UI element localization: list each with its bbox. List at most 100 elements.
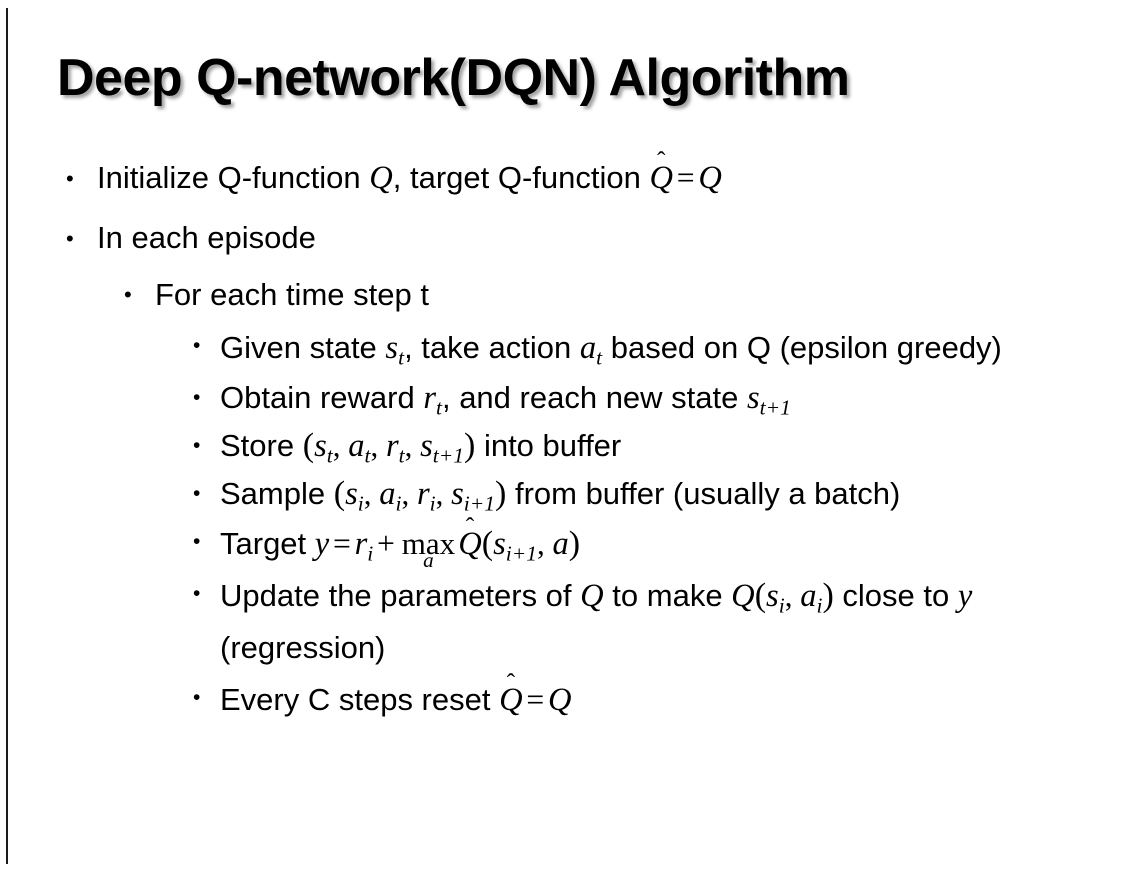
bullet-dot-icon: • [193, 530, 201, 553]
math-paren-open: ( [333, 475, 346, 512]
list-item-text: For each time step t [155, 277, 429, 312]
math-symbol-base: Q [458, 526, 482, 562]
math-symbol-action: ai [379, 476, 402, 516]
math-symbol-next-state: st+1 [747, 380, 791, 418]
text-fragment: (regression) [220, 630, 386, 665]
math-separator: , [401, 476, 417, 511]
list-item-text: Update the parameters of Q to make Q(si,… [220, 570, 1124, 674]
list-item-text: Initialize Q-function Q, target Q-functi… [97, 148, 1124, 208]
math-subscript: i+1 [505, 541, 537, 566]
bullet-dot-icon: • [193, 434, 201, 457]
math-symbol-base: s [747, 380, 760, 416]
math-operator-plus: + [377, 526, 395, 561]
math-symbol-state: si [345, 476, 364, 516]
math-symbol-reward: ri [417, 476, 436, 514]
text-fragment: into buffer [475, 428, 622, 463]
math-symbol-action: at [348, 428, 371, 468]
math-symbol-q: Q [698, 160, 722, 196]
list-item-text: Given state st, take action at based on … [220, 322, 1124, 374]
math-symbol-q-hat: ̂Q [458, 528, 482, 561]
list-item-store-tuple: • Store (st, at, rt, st+1) into buffer [0, 422, 1124, 470]
bullet-dot-icon: • [193, 482, 201, 505]
math-symbol-base: s [766, 578, 779, 614]
math-symbol-q: Q [731, 578, 755, 614]
math-paren-open: ( [481, 525, 494, 562]
math-symbol-action: at [580, 330, 603, 370]
list-item-given-state: • Given state st, take action at based o… [0, 322, 1124, 374]
left-edge-rule [6, 8, 8, 864]
math-symbol-action: ai [800, 578, 823, 618]
math-operator-equals: = [526, 682, 545, 717]
text-fragment: Target [220, 526, 315, 561]
text-fragment: Store [220, 428, 303, 463]
bullet-dot-icon: • [124, 282, 132, 307]
text-fragment: Given state [220, 330, 386, 365]
math-paren-close: ) [463, 427, 476, 464]
text-fragment: , take action [404, 330, 580, 365]
bullet-dot-icon: • [193, 334, 201, 357]
bullet-dot-icon: • [193, 686, 201, 709]
text-fragment: Obtain reward [220, 380, 424, 415]
text-fragment: , and reach new state [441, 380, 747, 415]
math-separator: , [536, 526, 553, 561]
list-item-reset-target-network: • Every C steps reset ̂Q=Q [0, 674, 1124, 726]
list-item-obtain-reward: • Obtain reward rt, and reach new state … [0, 374, 1124, 422]
math-operator-equals: = [676, 160, 695, 195]
math-symbol-y: y [314, 526, 330, 562]
math-subscript: t [364, 443, 371, 468]
math-symbol-reward: ri [354, 526, 374, 566]
math-symbol-base: r [423, 380, 436, 416]
page-title: Deep Q-network(DQN) Algorithm [57, 49, 850, 107]
math-subscript: t [436, 395, 442, 420]
text-fragment: Update the parameters of [220, 578, 581, 613]
math-symbol-state: si [766, 578, 785, 616]
math-subscript: t [326, 443, 333, 468]
math-symbol-base: r [354, 526, 368, 562]
list-item-text: Sample (si, ai, ri, si+1) from buffer (u… [220, 470, 1124, 518]
text-fragment: Every C steps reset [220, 682, 500, 717]
math-symbol-base: Q [649, 160, 673, 196]
math-subscript: i [816, 593, 823, 618]
math-symbol-base: r [385, 428, 399, 464]
text-fragment: close to [833, 578, 958, 613]
math-operator-limit: a [423, 547, 434, 572]
math-symbol-base: s [420, 428, 433, 464]
list-item-text: Obtain reward rt, and reach new state st… [220, 374, 1124, 422]
math-symbol-base: a [348, 428, 365, 464]
math-paren-close: ) [822, 577, 834, 614]
math-separator: , [370, 428, 386, 463]
list-item-text: Store (st, at, rt, st+1) into buffer [220, 422, 1124, 470]
list-item-update-parameters: • Update the parameters of Q to make Q(s… [0, 570, 1124, 674]
math-subscript: i [395, 491, 402, 516]
math-subscript: i [357, 491, 364, 516]
text-fragment: based on Q (epsilon greedy) [602, 330, 1002, 365]
math-subscript: t+1 [432, 443, 464, 468]
math-symbol-q: Q [580, 578, 604, 614]
math-separator: , [363, 476, 380, 511]
math-symbol-base: s [345, 476, 358, 512]
math-symbol-base: a [379, 476, 396, 512]
math-separator: , [784, 578, 801, 613]
algorithm-bullet-list: • Initialize Q-function Q, target Q-func… [0, 148, 1124, 726]
list-item-text: Target y=ri+maxâQ(si+1, a) [220, 518, 1124, 570]
math-symbol-base: s [493, 526, 506, 562]
math-subscript: t [596, 345, 603, 370]
list-item-text: Every C steps reset ̂Q=Q [220, 674, 1124, 726]
text-fragment: , target Q-function [392, 160, 650, 195]
math-symbol-state: st [385, 330, 404, 368]
list-item-initialize: • Initialize Q-function Q, target Q-func… [0, 148, 1124, 208]
math-symbol-y: y [957, 578, 973, 614]
math-subscript: i [367, 541, 374, 566]
list-item-in-each-episode: • In each episode [0, 208, 1124, 268]
list-item-sample-tuple: • Sample (si, ai, ri, si+1) from buffer … [0, 470, 1124, 518]
math-symbol-next-state: st+1 [420, 428, 464, 468]
text-fragment: to make [603, 578, 732, 613]
math-symbol-base: s [314, 428, 327, 464]
math-symbol-base: s [385, 330, 399, 366]
bullet-dot-icon: • [193, 582, 201, 605]
bullet-dot-icon: • [66, 166, 74, 191]
math-separator: , [332, 428, 349, 463]
math-symbol-base: Q [499, 682, 523, 718]
math-paren-close: ) [568, 525, 581, 562]
